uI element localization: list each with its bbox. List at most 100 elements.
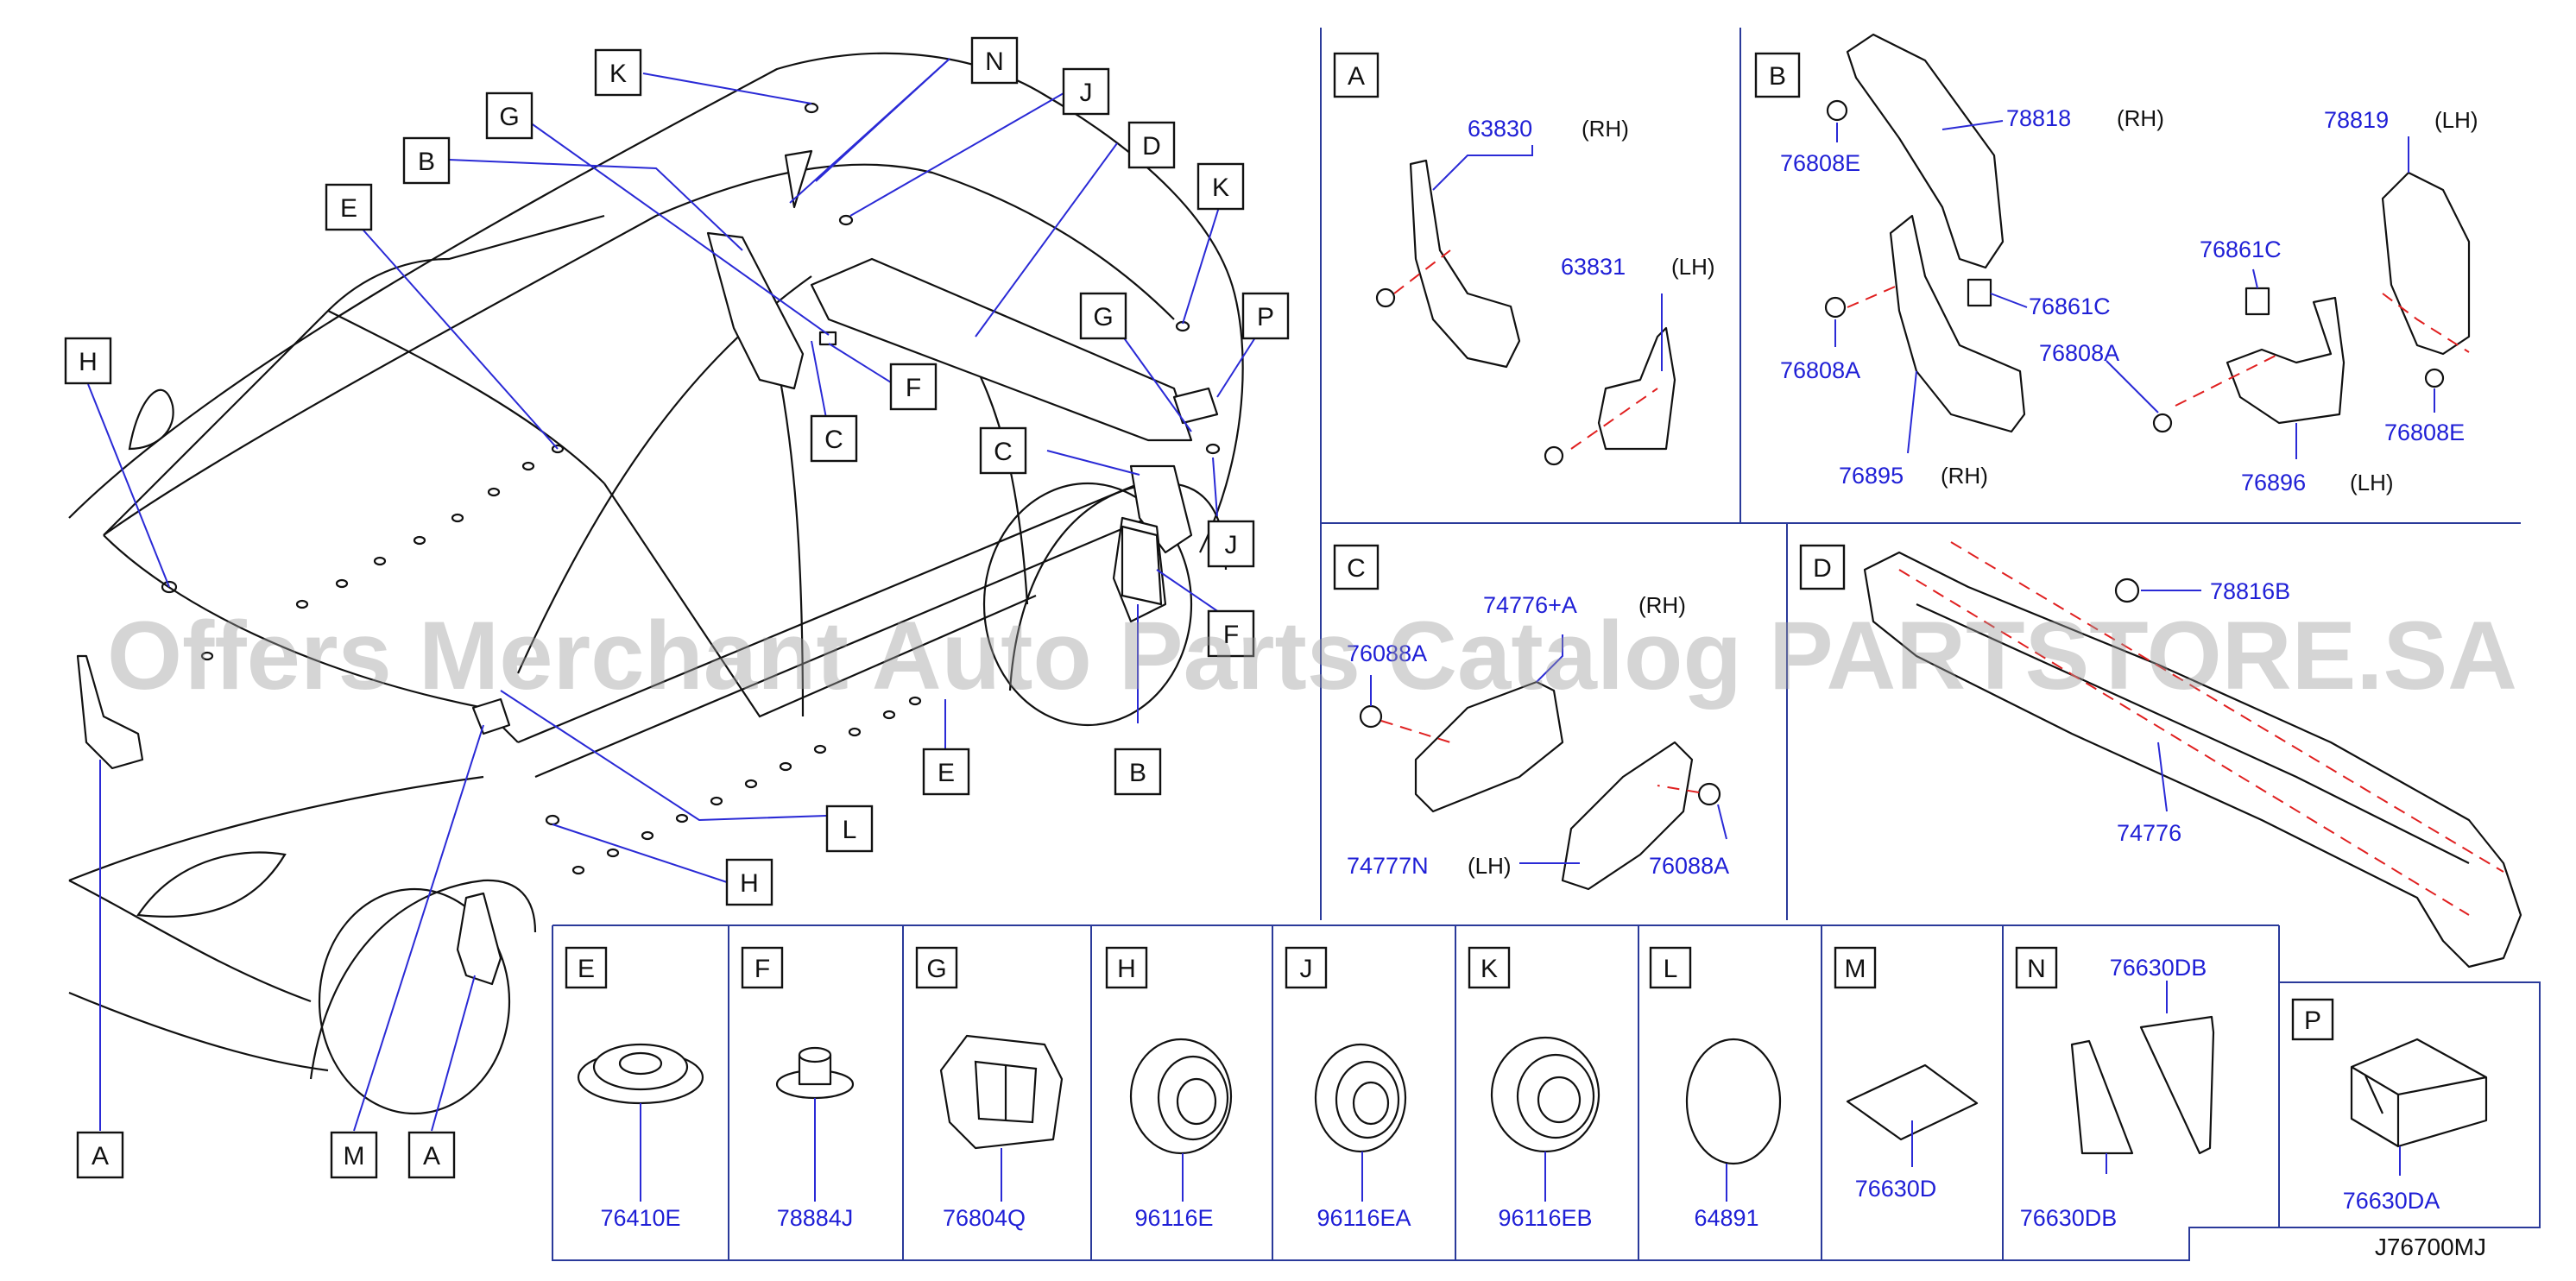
fastener-f: F 78884J <box>741 946 855 1231</box>
panel-c-title: C <box>1347 554 1366 583</box>
svg-text:64891: 64891 <box>1694 1205 1758 1231</box>
panel-a: A 63830 (RH) 63831 (LH) <box>1333 52 1715 466</box>
part-76088a-right: 76088A <box>1649 853 1729 879</box>
screw-a1 <box>1375 287 1396 308</box>
svg-text:L: L <box>1664 955 1678 983</box>
side-76895: (RH) <box>1941 463 1988 489</box>
side-78819: (LH) <box>2434 107 2478 133</box>
callout-k-top: K <box>594 48 642 97</box>
callout-e-top: E <box>325 183 373 231</box>
screw-b3 <box>2152 413 2173 433</box>
panel-d-title: D <box>1813 554 1832 583</box>
part-76895: 76895 <box>1839 463 1904 489</box>
part-63831: 63831 <box>1561 254 1626 280</box>
mud-guard-rh <box>1889 214 2026 433</box>
svg-text:76630D: 76630D <box>1855 1176 1937 1202</box>
screw-b4 <box>2424 368 2445 388</box>
svg-text:B: B <box>1129 759 1146 787</box>
mud-flap-lh <box>1597 326 1676 451</box>
panel-borders <box>552 28 2541 1261</box>
callout-f-top: F <box>889 363 938 411</box>
part-76808a-right: 76808A <box>2039 340 2119 366</box>
fastener-g: G 76804Q <box>915 946 1064 1231</box>
svg-text:E: E <box>578 955 595 983</box>
body-plug-holes <box>161 102 1221 875</box>
svg-text:F: F <box>1223 621 1239 649</box>
part-76861c-right: 76861C <box>2200 237 2282 262</box>
svg-text:G: G <box>1093 303 1113 331</box>
panel-a-title: A <box>1348 62 1365 91</box>
plug-l <box>471 697 511 735</box>
fastener-k: K 96116EB <box>1468 946 1601 1231</box>
svg-text:P: P <box>1257 303 1274 331</box>
side-74776-a: (RH) <box>1638 592 1686 618</box>
part-74777n: 74777N <box>1347 853 1429 879</box>
svg-text:K: K <box>1212 174 1229 202</box>
side-76896: (LH) <box>2350 470 2394 495</box>
svg-text:N: N <box>2027 955 2046 983</box>
side-63831: (LH) <box>1671 254 1715 280</box>
part-76808e-top: 76808E <box>1780 150 1860 176</box>
callout-h-left: H <box>64 337 112 385</box>
side-63830: (RH) <box>1582 116 1629 142</box>
svg-text:C: C <box>824 426 843 454</box>
fastener-n: N 76630DB 76630DB <box>2015 946 2215 1231</box>
callout-b-top: B <box>402 136 451 185</box>
callout-e-bottom: E <box>922 748 970 796</box>
part-76861c-mid: 76861C <box>2029 293 2111 319</box>
fender-shield-lh <box>2381 171 2471 356</box>
callout-f-mid: F <box>1207 609 1255 658</box>
fender-shield-rh <box>1846 33 2005 269</box>
callout-d: D <box>1127 121 1176 169</box>
part-78818: 78818 <box>2006 105 2071 131</box>
callout-k-right: K <box>1196 162 1245 211</box>
svg-text:H: H <box>1117 955 1136 983</box>
panel-c: C 74776+A (RH) 76088A 74777N (LH) 76088A <box>1333 544 1729 891</box>
svg-text:76410E: 76410E <box>600 1205 680 1231</box>
part-76088a-left: 76088A <box>1347 640 1427 666</box>
panel-b-title: B <box>1769 62 1786 91</box>
svg-text:M: M <box>1845 955 1866 983</box>
side-74777n: (LH) <box>1468 853 1512 879</box>
svg-text:96116EA: 96116EA <box>1316 1205 1411 1231</box>
watermark-text: Offers Merchant Auto Parts Catalog PARTS… <box>107 602 2517 710</box>
side-78818: (RH) <box>2117 105 2164 131</box>
rear-fender-cover-rh <box>1414 680 1564 813</box>
svg-text:H: H <box>79 348 98 376</box>
svg-text:F: F <box>906 374 921 402</box>
svg-text:96116EB: 96116EB <box>1498 1205 1592 1231</box>
part-63830: 63830 <box>1468 116 1532 142</box>
callout-a-right: A <box>407 1131 456 1179</box>
svg-text:D: D <box>1142 132 1161 161</box>
svg-text:E: E <box>938 759 955 787</box>
svg-text:76630DB: 76630DB <box>2110 955 2207 981</box>
svg-text:A: A <box>423 1142 440 1171</box>
part-74776: 74776 <box>2117 820 2181 846</box>
svg-text:A: A <box>92 1142 109 1171</box>
screw-c2 <box>1697 782 1721 806</box>
clip-f <box>818 331 837 346</box>
svg-text:J: J <box>1300 955 1313 983</box>
callout-h-bottom: H <box>725 858 773 906</box>
fastener-p: P 76630DA <box>2291 998 2488 1214</box>
svg-text:G: G <box>499 103 519 131</box>
screw-b2 <box>1824 296 1847 319</box>
svg-text:N: N <box>985 47 1004 76</box>
svg-text:96116E: 96116E <box>1134 1205 1213 1231</box>
svg-text:J: J <box>1225 531 1238 559</box>
clip-b2 <box>2245 287 2270 316</box>
callout-m: M <box>330 1131 378 1179</box>
mud-flap-rh <box>1409 159 1521 369</box>
svg-text:P: P <box>2304 1006 2321 1035</box>
callout-c-mid: C <box>979 426 1027 475</box>
callout-l: L <box>825 805 874 853</box>
callout-c-top: C <box>810 414 858 463</box>
callout-j-mid: J <box>1207 520 1255 568</box>
car-leader-lines <box>87 58 1258 1132</box>
svg-text:F: F <box>754 955 770 983</box>
callout-g-mid: G <box>1079 292 1127 340</box>
car-illustration <box>68 52 1244 1115</box>
svg-text:76804Q: 76804Q <box>943 1205 1026 1231</box>
svg-text:H: H <box>740 869 759 898</box>
nut-d <box>2114 577 2140 603</box>
